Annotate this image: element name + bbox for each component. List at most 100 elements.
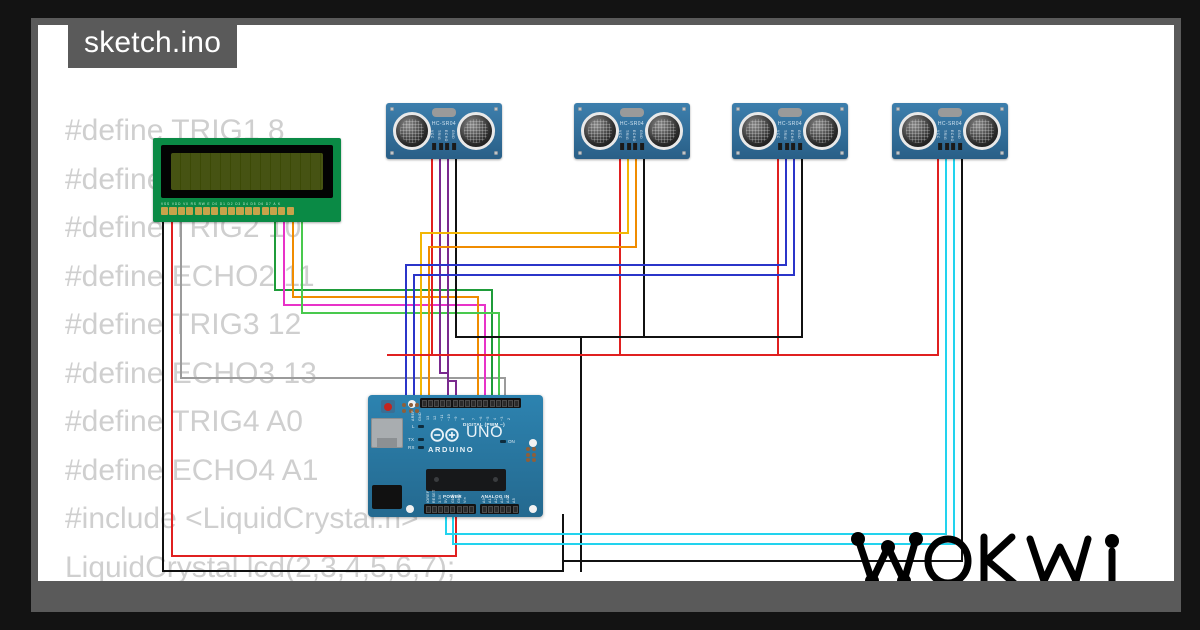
lcd-bezel bbox=[161, 145, 333, 198]
wire-lcd-gray bbox=[180, 221, 506, 404]
pin-label-d13: 13 bbox=[426, 415, 430, 420]
pin-label-vcc: VCC bbox=[618, 130, 622, 139]
sensor-label: HC-SR04 bbox=[619, 121, 645, 127]
pin-label-gnd: GND bbox=[418, 412, 422, 421]
screw-icon bbox=[1000, 107, 1004, 111]
sensor-pins[interactable] bbox=[778, 143, 802, 150]
sensor-pins[interactable] bbox=[432, 143, 456, 150]
crystal-can bbox=[620, 108, 644, 117]
screw-icon bbox=[1000, 151, 1004, 155]
pin-label-trig: TRIG bbox=[783, 130, 787, 141]
wire-lcd-vdd bbox=[171, 221, 457, 557]
pin-label-echo: ECHO bbox=[444, 130, 448, 142]
pin-label-d10: ~10 bbox=[447, 414, 451, 421]
pin-label-d4: 4 bbox=[493, 417, 497, 420]
reset-button[interactable] bbox=[381, 400, 395, 413]
crystal-can bbox=[778, 108, 802, 117]
hcsr04-sensor-2[interactable]: HC-SR04 VCC TRIG ECHO GND bbox=[574, 103, 690, 159]
arduino-infinity-logo bbox=[430, 428, 459, 442]
wire-s4-gnd bbox=[562, 152, 963, 562]
transmitter-icon bbox=[739, 112, 777, 150]
led-l bbox=[418, 425, 424, 428]
mount-hole bbox=[529, 505, 537, 513]
power-header[interactable] bbox=[424, 504, 476, 514]
icsp1-header[interactable] bbox=[525, 447, 538, 462]
wire-s1-echo bbox=[447, 152, 457, 404]
wire-lcd-d4 bbox=[274, 221, 493, 404]
pin-label-d2: 2 bbox=[507, 417, 511, 420]
wire-s4-trig bbox=[445, 152, 947, 535]
led-tx-label: TX bbox=[408, 437, 415, 442]
wire-s3-echo bbox=[413, 152, 795, 404]
pin-label-gnd: GND bbox=[639, 130, 643, 140]
screw-icon bbox=[840, 151, 844, 155]
pin-label-aref: AREF bbox=[411, 410, 415, 421]
screw-icon bbox=[578, 107, 582, 111]
power-jack[interactable] bbox=[372, 485, 402, 509]
lcd-pins[interactable] bbox=[161, 207, 294, 215]
led-tx bbox=[418, 438, 424, 441]
screw-icon bbox=[390, 151, 394, 155]
digital-header-label: DIGITAL (PWM ~) bbox=[463, 422, 505, 427]
usb-port[interactable] bbox=[371, 418, 403, 448]
pin-label-ioref: IOREF bbox=[426, 490, 430, 503]
pin-label-d3: ~3 bbox=[500, 416, 504, 421]
lcd1602[interactable]: VSS VDD V0 RS RW E D0 D1 D2 D3 D4 D5 D6 … bbox=[153, 138, 341, 222]
receiver-icon bbox=[457, 112, 495, 150]
pin-label-vin: Vin bbox=[463, 496, 467, 503]
diagram-canvas[interactable]: #define TRIG1 8 #define ECHO1 9 #define … bbox=[38, 25, 1174, 581]
wire-s3-trig bbox=[405, 152, 787, 404]
mount-hole bbox=[406, 505, 414, 513]
wire-lcd-d6 bbox=[292, 221, 479, 404]
pin-label-d12: 12 bbox=[433, 415, 437, 420]
screw-icon bbox=[390, 107, 394, 111]
receiver-icon bbox=[803, 112, 841, 150]
sensor-label: HC-SR04 bbox=[777, 121, 803, 127]
atmega-chip bbox=[426, 469, 506, 491]
pin-label-gnd: GND bbox=[451, 130, 455, 140]
wire-s4-echo bbox=[452, 152, 955, 545]
crystal-can bbox=[432, 108, 456, 117]
wire-s1-gnd bbox=[455, 152, 582, 572]
transmitter-icon bbox=[393, 112, 431, 150]
wire-s2-echo bbox=[428, 152, 637, 404]
sensor-label: HC-SR04 bbox=[937, 121, 963, 127]
screw-icon bbox=[494, 151, 498, 155]
analog-header[interactable] bbox=[480, 504, 520, 514]
screw-icon bbox=[494, 107, 498, 111]
analog-header-label: ANALOG IN bbox=[481, 494, 510, 499]
file-tab[interactable]: sketch.ino bbox=[68, 18, 238, 68]
sensor-pins[interactable] bbox=[620, 143, 644, 150]
hcsr04-sensor-3[interactable]: HC-SR04 VCC TRIG ECHO GND bbox=[732, 103, 848, 159]
board-model-text: UNO bbox=[466, 424, 504, 441]
icsp2-header[interactable] bbox=[402, 403, 420, 413]
pin-label-d8: 8 bbox=[461, 417, 465, 420]
screw-icon bbox=[840, 107, 844, 111]
lcd-header: VSS VDD V0 RS RW E D0 D1 D2 D3 D4 D5 D6 … bbox=[161, 202, 333, 216]
sensor-label: HC-SR04 bbox=[431, 121, 457, 127]
pin-label-echo: ECHO bbox=[950, 130, 954, 142]
wire-s2-trig bbox=[420, 152, 629, 404]
pin-label-echo: ECHO bbox=[632, 130, 636, 142]
sensor-pins[interactable] bbox=[938, 143, 962, 150]
wire-s1-trig bbox=[439, 152, 449, 404]
pin-label-3v3: 3.3V bbox=[438, 494, 442, 503]
pin-label-trig: TRIG bbox=[943, 130, 947, 141]
pin-label-vcc: VCC bbox=[430, 130, 434, 139]
hcsr04-sensor-1[interactable]: HC-SR04 VCC TRIG ECHO GND bbox=[386, 103, 502, 159]
hcsr04-sensor-4[interactable]: HC-SR04 VCC TRIG ECHO GND bbox=[892, 103, 1008, 159]
digital-header[interactable] bbox=[420, 398, 521, 408]
led-on-label: ON bbox=[508, 439, 515, 444]
mount-hole bbox=[529, 439, 537, 447]
led-on bbox=[500, 440, 506, 443]
wokwi-logo bbox=[851, 532, 1119, 581]
pin-label-d9: ~9 bbox=[454, 416, 458, 421]
pin-label-d11: ~11 bbox=[440, 414, 444, 421]
power-header-label: POWER bbox=[443, 494, 462, 499]
arduino-uno-board[interactable]: AREF GND 13 12 ~11 ~10 ~9 8 7 ~6 ~5 4 ~3… bbox=[368, 395, 543, 517]
lcd-pin-labels: VSS VDD V0 RS RW E D0 D1 D2 D3 D4 D5 D6 … bbox=[161, 202, 281, 206]
wire-lcd-d7 bbox=[301, 221, 500, 404]
pin-label-gnd: GND bbox=[797, 130, 801, 140]
pin-label-vcc: VCC bbox=[776, 130, 780, 139]
pin-label-echo: ECHO bbox=[790, 130, 794, 142]
